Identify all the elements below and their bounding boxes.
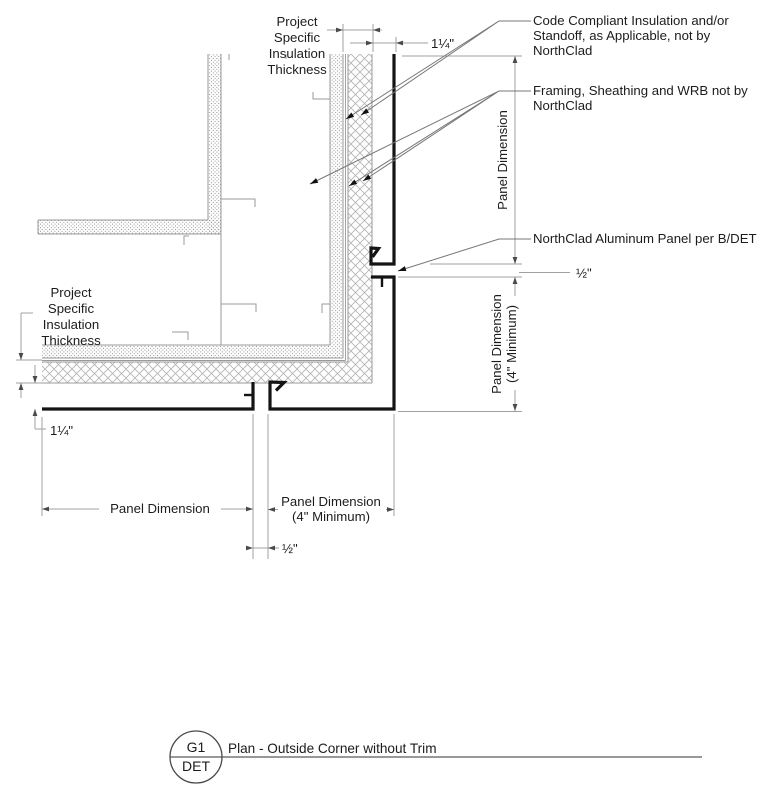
svg-text:Specific: Specific (48, 301, 95, 316)
sheet-ref: DET (182, 758, 210, 774)
left-insulation-dim (16, 312, 42, 398)
panel-note: NorthClad Aluminum Panel per B/DET (533, 231, 757, 246)
interior-finish-vertical (208, 54, 221, 234)
stud-cut-marks (228, 54, 287, 60)
sheathing-vertical (330, 54, 343, 358)
stud-clip-icon (312, 92, 330, 100)
wrb-line (42, 54, 346, 361)
detail-bubble-icon (169, 730, 223, 784)
insulation-note-left: Project (50, 285, 91, 300)
interior-finish-horizontal (38, 220, 221, 234)
insulation-note-top: Project (276, 14, 317, 29)
panel-corner-face (268, 275, 396, 411)
dim-reveal-bottom: ½" (282, 541, 298, 556)
wall-assembly (37, 54, 373, 384)
dim-panel-dimension-right: Panel Dimension (495, 110, 510, 210)
stud-icon (220, 198, 256, 207)
dim-panel-dimension-min-bottom-2: (4" Minimum) (292, 509, 370, 524)
aluminum-panel (42, 54, 396, 411)
dim-top-gap: 1¼" (431, 36, 454, 51)
stud-clip-icon (321, 303, 330, 313)
framing-note-leaders (309, 90, 531, 187)
insulation-horizontal (42, 362, 348, 383)
top-extension-lines (342, 24, 397, 52)
svg-text:Insulation: Insulation (43, 317, 99, 332)
svg-text:NorthClad: NorthClad (533, 43, 592, 58)
reveal-extension-lines-right (398, 263, 522, 278)
svg-text:Thickness: Thickness (267, 62, 327, 77)
detail-id: G1 (187, 739, 206, 755)
insulation-edges (42, 54, 373, 384)
stud-clip-icon (172, 331, 189, 340)
svg-text:Specific: Specific (274, 30, 321, 45)
framing-note: Framing, Sheathing and WRB not by (533, 83, 748, 98)
svg-text:Standoff, as Applicable, not b: Standoff, as Applicable, not by (533, 28, 711, 43)
dim-panel-dimension-min-bottom-1: Panel Dimension (281, 494, 381, 509)
dim-reveal-right: ½" (576, 266, 592, 281)
svg-text:NorthClad: NorthClad (533, 98, 592, 113)
dim-panel-dimension-min-right-2: (4" Minimum) (504, 305, 519, 383)
dim-panel-dimension-min-right-1: Panel Dimension (489, 294, 504, 394)
panel-upper-face (369, 54, 396, 266)
sheathing-edges (42, 54, 344, 359)
title-block: G1 DET Plan - Outside Corner without Tri… (169, 730, 702, 784)
code-note: Code Compliant Insulation and/or (533, 13, 729, 28)
stud-clip-icon (183, 235, 189, 245)
panel-note-leader (397, 238, 531, 272)
insulation-vertical (348, 54, 372, 383)
svg-text:Insulation: Insulation (269, 46, 325, 61)
sheathing-horizontal (42, 345, 330, 358)
stud-icon (220, 303, 257, 312)
detail-title: Plan - Outside Corner without Trim (228, 741, 437, 756)
leader-lines (309, 20, 531, 272)
annotations: Project Specific Insulation Thickness Pr… (41, 13, 756, 556)
dim-left-gap: 1¼" (50, 423, 73, 438)
svg-text:Thickness: Thickness (41, 333, 101, 348)
code-note-leaders (345, 20, 531, 120)
bottom-extension-lines (41, 414, 395, 559)
dimension-lines (16, 24, 570, 559)
dim-panel-dimension-bottom: Panel Dimension (110, 501, 210, 516)
panel-left-face (42, 382, 255, 411)
